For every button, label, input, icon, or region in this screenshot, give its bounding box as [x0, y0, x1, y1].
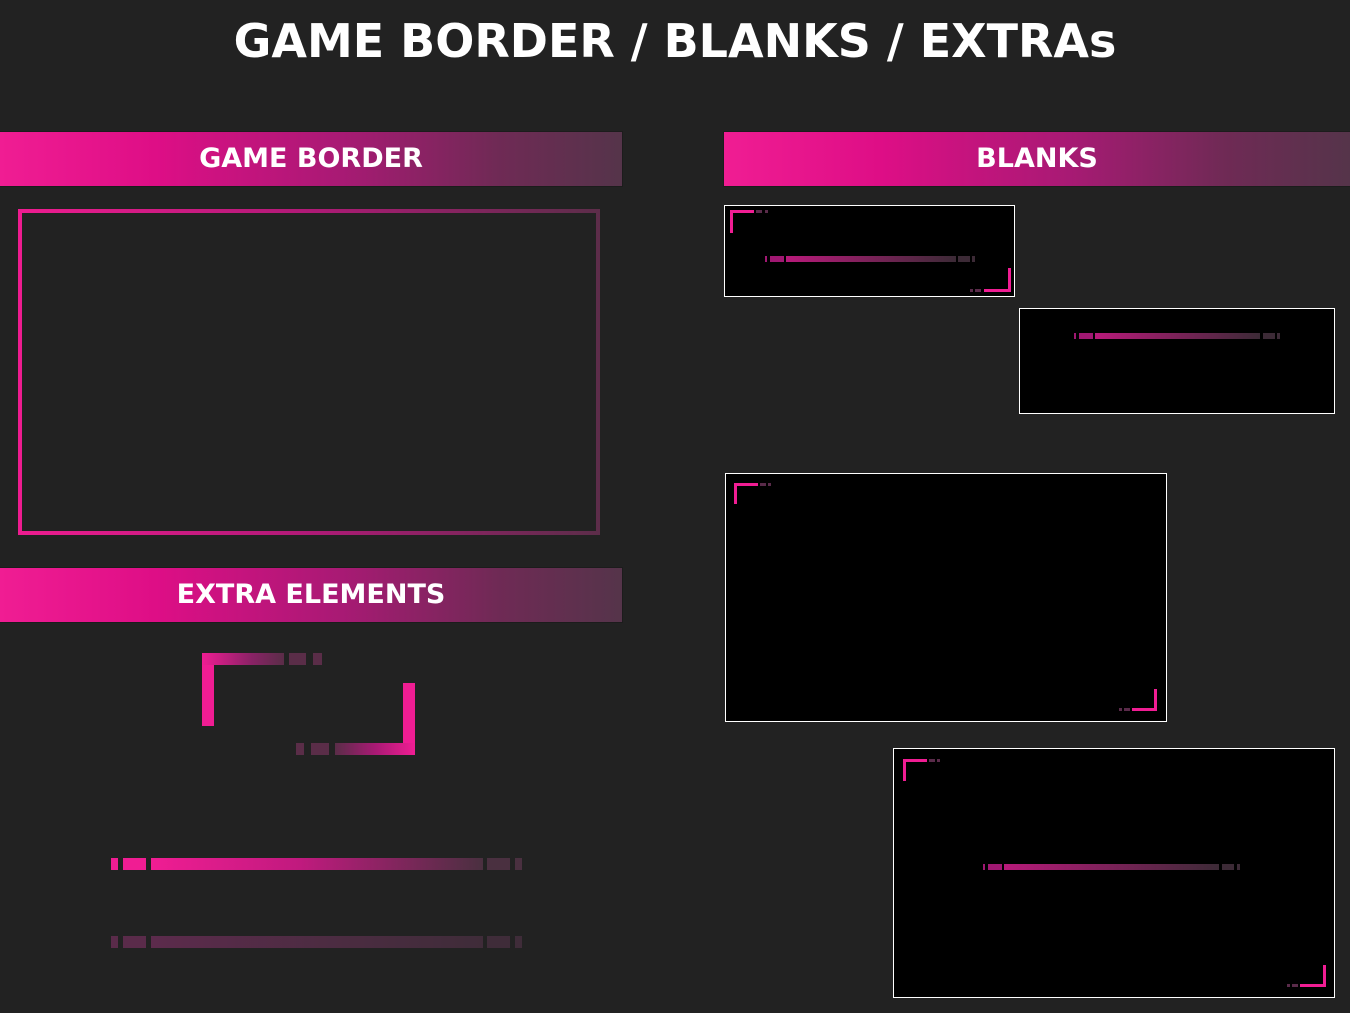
extra-elements-header-label: EXTRA ELEMENTS [176, 579, 446, 610]
blanks-header: BLANKS [724, 132, 1350, 186]
blank-panel-3 [725, 473, 1167, 722]
corner-brackets-element [202, 653, 415, 755]
blank-panel-1 [724, 205, 1015, 297]
page-title: GAME BORDER / BLANKS / EXTRAs [233, 14, 1117, 68]
blank-panel-2 [1019, 308, 1335, 414]
divider-bar-dim [111, 936, 522, 948]
divider-bar-bright [111, 858, 522, 870]
game-border-header: GAME BORDER [0, 132, 622, 186]
blanks-header-label: BLANKS [976, 143, 1098, 174]
blank-panel-4 [893, 748, 1335, 998]
game-border-frame [18, 209, 600, 535]
game-border-header-label: GAME BORDER [199, 143, 423, 174]
extra-elements-header: EXTRA ELEMENTS [0, 568, 622, 622]
